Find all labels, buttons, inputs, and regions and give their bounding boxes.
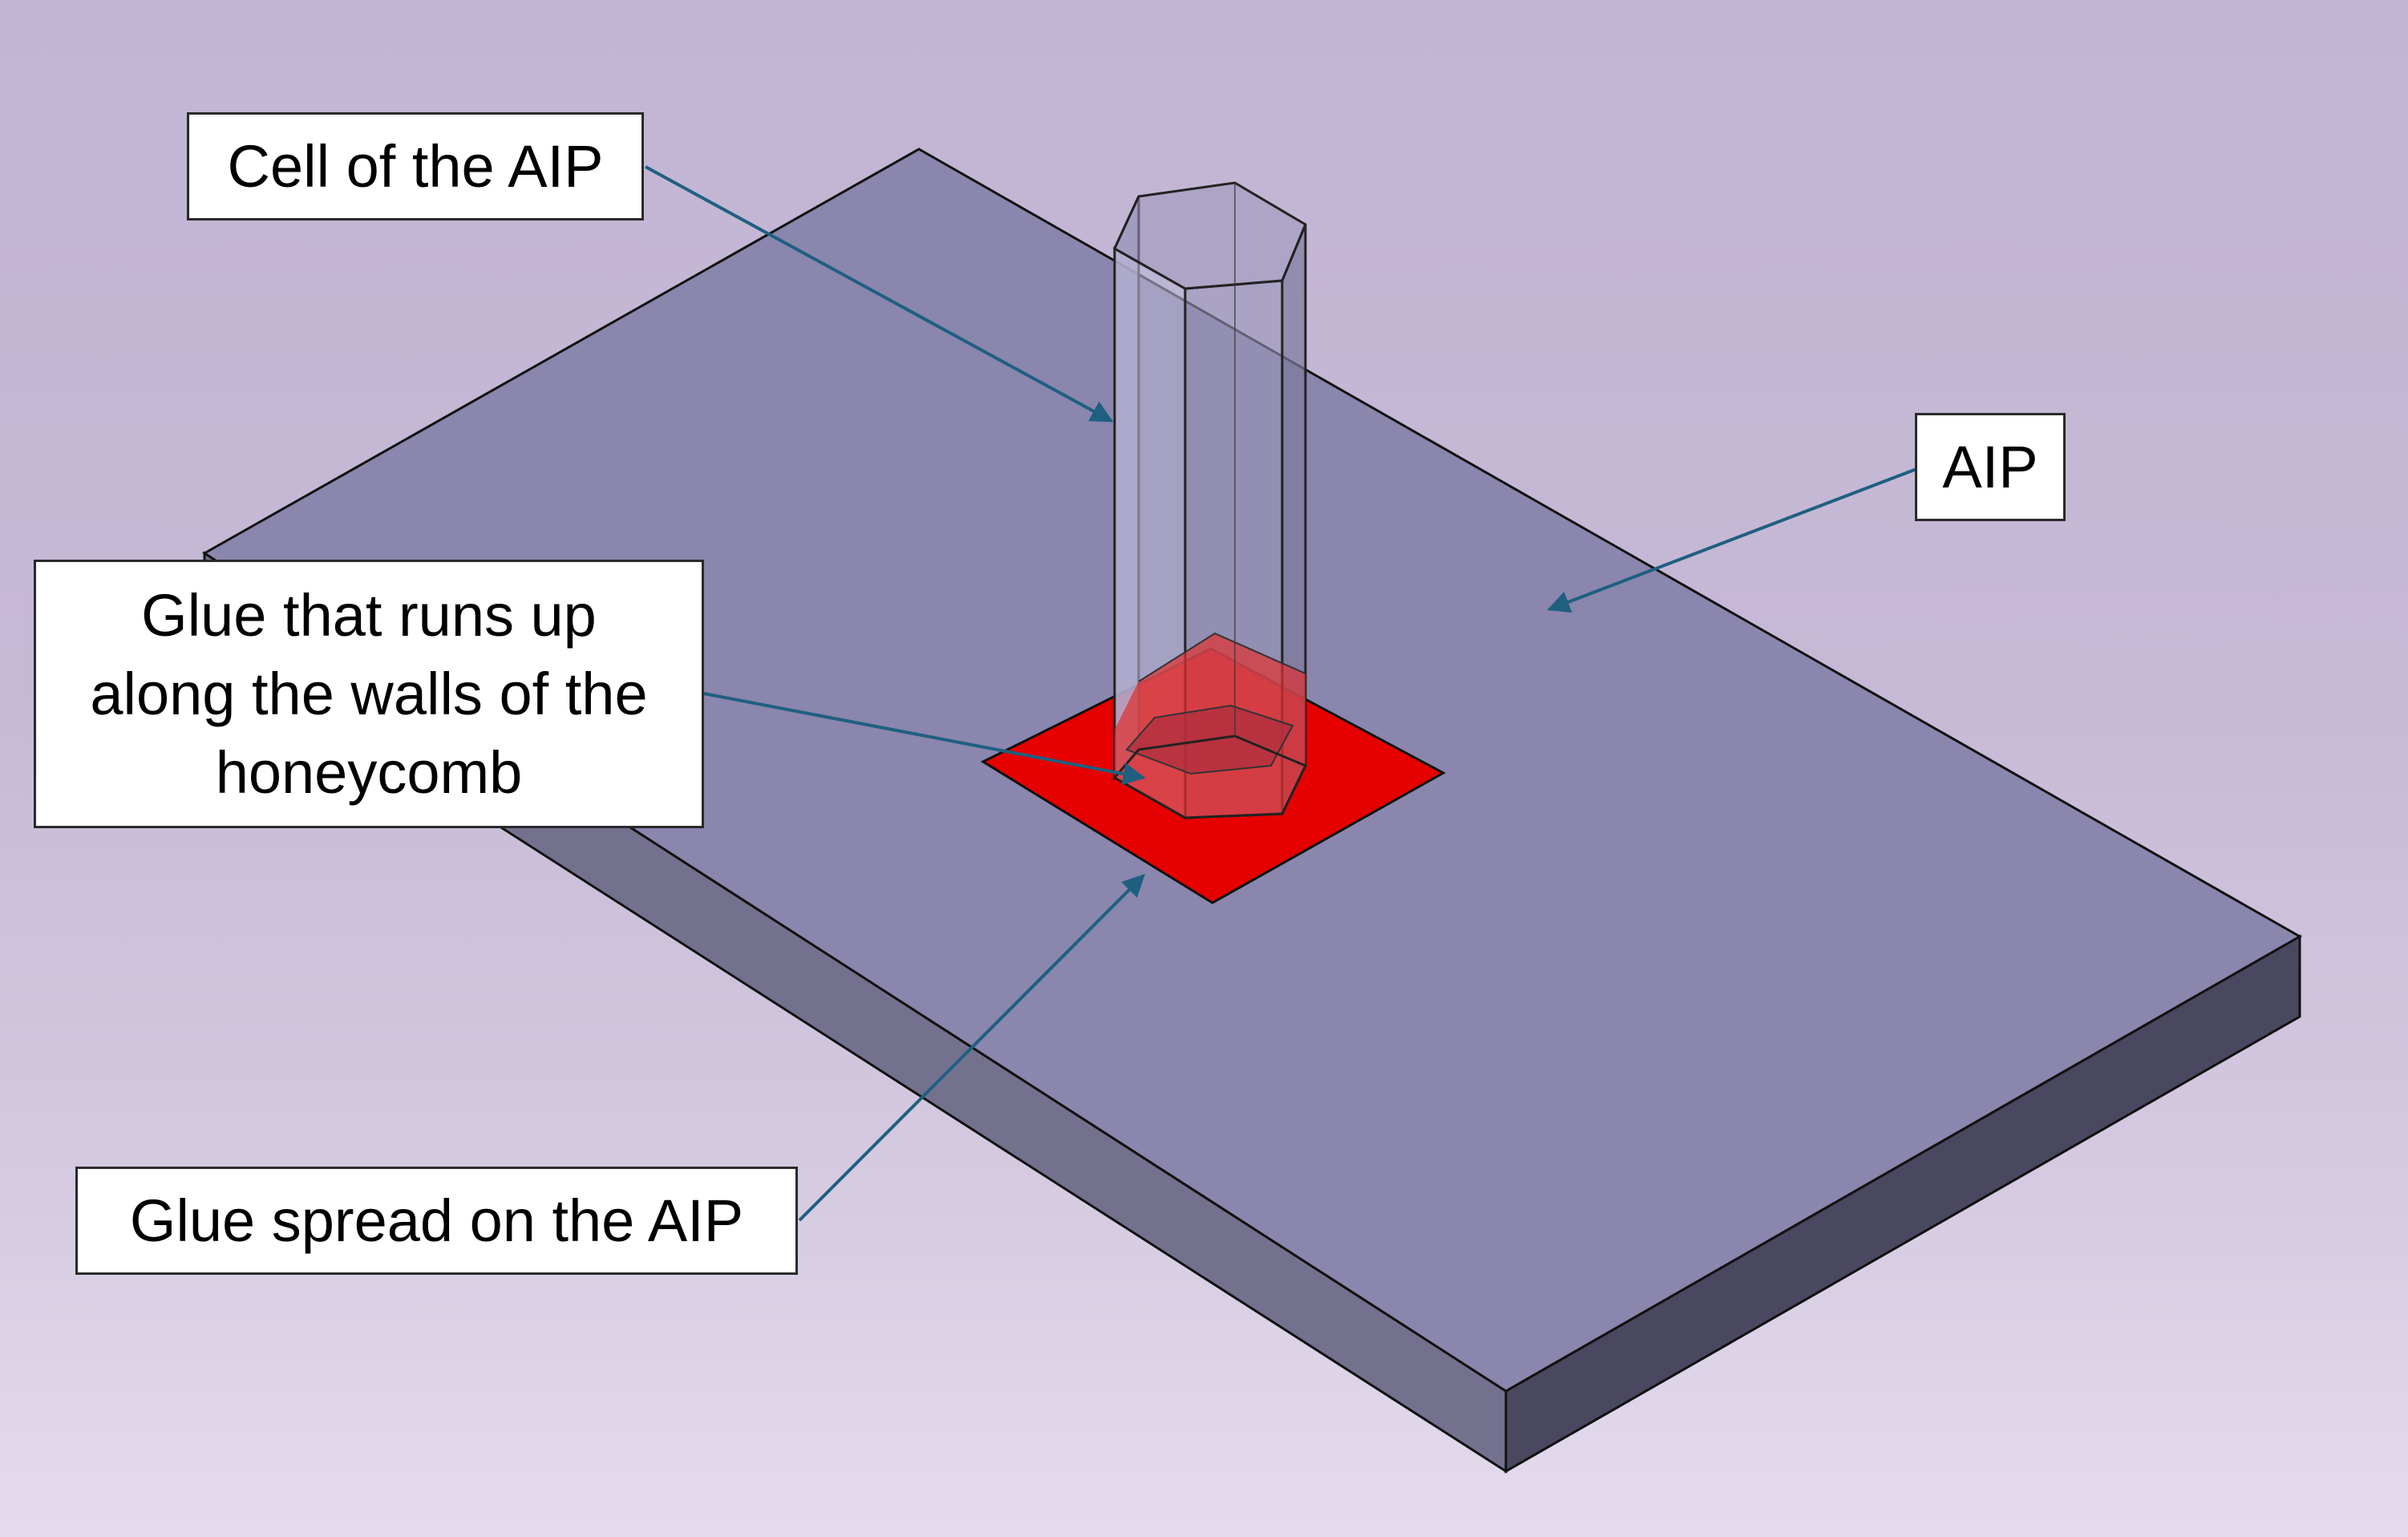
label-glue-spread-text: Glue spread on the AIP [129, 1187, 744, 1254]
label-glue-walls-line-2: along the walls of the [90, 660, 648, 727]
label-glue-spread: Glue spread on the AIP [75, 1167, 798, 1275]
arrow-glue-spread [798, 874, 1145, 1222]
label-glue-walls-line-1: Glue that runs up [141, 581, 597, 649]
glue-wall-rim [1138, 632, 1306, 682]
honeycomb-cell [1112, 181, 1308, 820]
label-aip: AIP [1915, 413, 2066, 521]
arrow-aip [1547, 467, 1917, 613]
arrow-cell [645, 165, 1114, 423]
label-cell-text: Cell of the AIP [227, 132, 604, 200]
label-aip-text: AIP [1942, 433, 2038, 500]
label-cell-of-the-aip: Cell of the AIP [187, 112, 644, 220]
arrow-glue-walls [703, 692, 1146, 786]
leader-arrows [645, 165, 1917, 1222]
label-glue-walls-line-3: honeycomb [215, 738, 523, 806]
label-glue-walls: Glue that runs up along the walls of the… [34, 560, 704, 828]
